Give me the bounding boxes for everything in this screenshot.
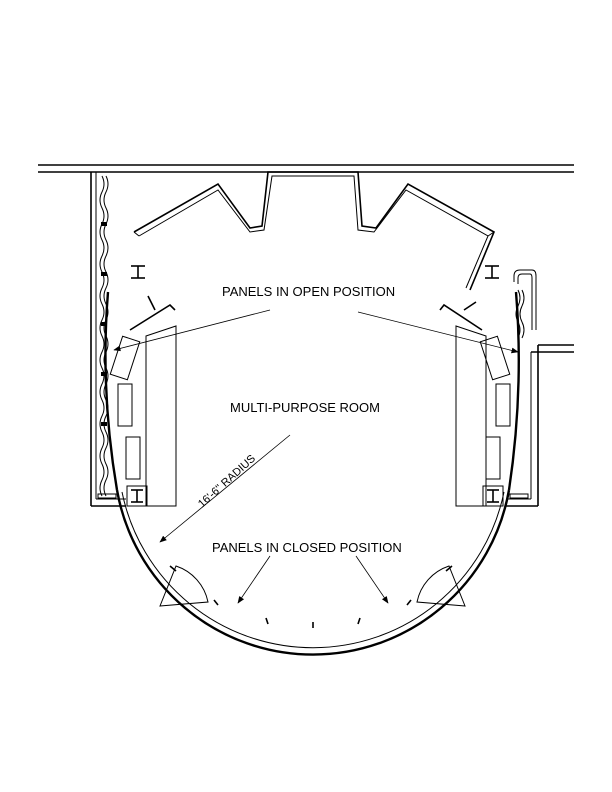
open-panels-outline (129, 171, 496, 331)
right-wall (506, 344, 574, 507)
closed-panels-arc (115, 489, 511, 656)
door-swing-icon (416, 565, 466, 607)
arrow-icon (113, 309, 271, 352)
right-panel-stack (513, 269, 537, 339)
arrow-icon (357, 311, 519, 354)
arrow-icon (355, 555, 389, 604)
right-storage-pocket (455, 325, 511, 507)
left-wall (90, 172, 126, 507)
door-swing-icon (159, 565, 209, 607)
top-exterior-wall (38, 164, 574, 173)
label-room: MULTI-PURPOSE ROOM (230, 400, 380, 415)
label-panels-closed: PANELS IN CLOSED POSITION (212, 540, 402, 555)
arrow-icon (237, 555, 271, 604)
label-radius: 16'-6" RADIUS (196, 453, 258, 511)
side-track-curves (104, 291, 520, 491)
arrow-icon (159, 434, 291, 543)
i-beam-column-icon (485, 265, 499, 279)
wall-hardware (97, 493, 529, 499)
i-beam-column-icon (126, 485, 148, 507)
i-beam-column-icon (131, 265, 145, 279)
left-storage-pocket (109, 325, 177, 507)
label-panels-open: PANELS IN OPEN POSITION (222, 284, 395, 299)
